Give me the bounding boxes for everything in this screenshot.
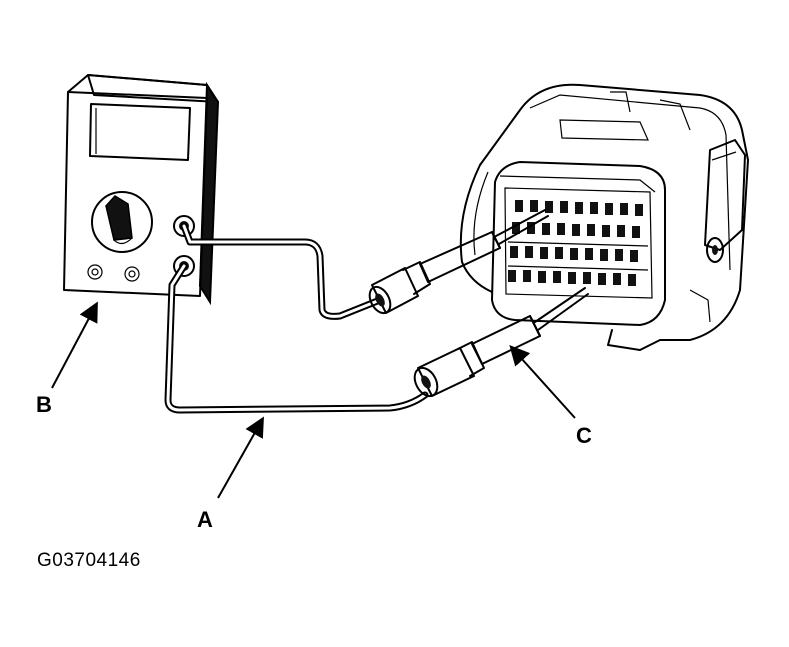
upper-lead-wire [180,222,384,320]
lower-probe [413,287,589,398]
multimeter-body [63,91,208,297]
meter-button-left [87,264,103,280]
callout-arrow-a [217,416,264,499]
callout-label-c: C [576,423,592,448]
terminal-cavities [508,200,643,286]
callout-arrow-b [51,301,98,389]
multimeter [63,74,220,306]
meter-button-right [124,266,140,282]
callout-arrow-c [509,345,576,419]
callout-label-a: A [197,507,213,532]
multimeter-display [89,103,191,161]
test-leads [164,222,429,414]
upper-probe [368,209,549,315]
connector [459,83,749,351]
connector-face [491,161,666,326]
selector-dial [91,191,153,253]
figure-id: G03704146 [37,550,141,571]
callout-label-b: B [36,392,52,417]
